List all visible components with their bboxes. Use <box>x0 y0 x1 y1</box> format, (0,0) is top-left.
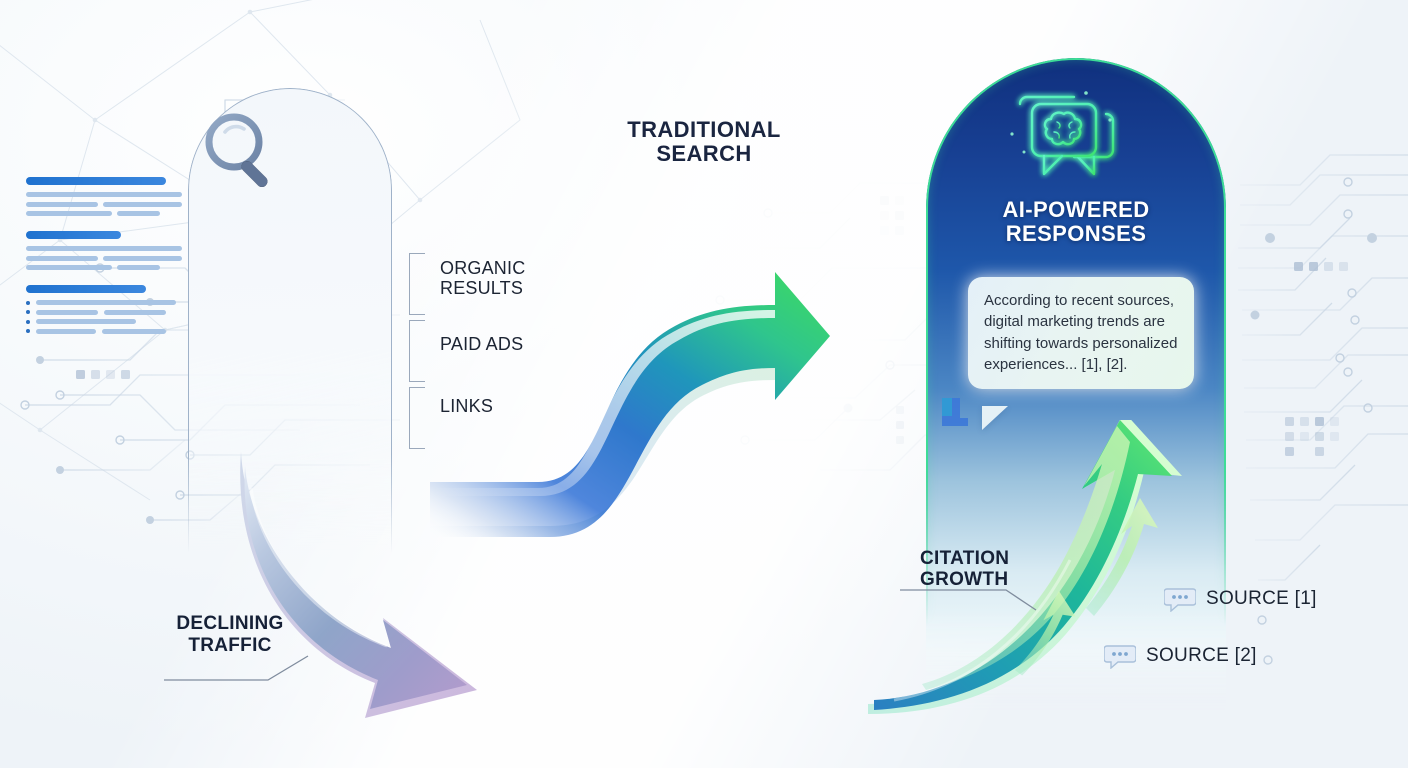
bullet-icon <box>26 319 30 324</box>
citation-growth-label: CITATION GROWTH <box>920 548 1009 591</box>
ai-answer-text: According to recent sources, digital mar… <box>984 292 1178 373</box>
brain-chat-bubble-icon <box>1010 91 1115 176</box>
link-item[interactable] <box>26 328 184 334</box>
ai-answer-bubble-tail <box>982 406 1008 430</box>
label-paid-ads: PAID ADS <box>440 334 523 354</box>
source-label: SOURCE [2] <box>1146 645 1257 666</box>
link-item[interactable] <box>26 300 184 305</box>
magnifying-glass-icon <box>205 113 268 187</box>
result-title-bar <box>26 285 146 293</box>
traditional-title-line1: TRADITIONAL <box>627 117 781 142</box>
label-line1: ORGANIC <box>440 258 526 278</box>
source-row-2[interactable]: SOURCE [2] <box>1104 643 1257 669</box>
bullet-icon <box>26 310 30 314</box>
result-text-row <box>26 255 184 261</box>
label-line2: RESULTS <box>440 278 524 299</box>
serp-mock <box>26 177 184 349</box>
label-line1: LINKS <box>440 396 494 416</box>
chat-bubble-dots-icon <box>1104 645 1136 669</box>
declining-traffic-label: DECLINING TRAFFIC <box>168 613 292 656</box>
decline-line1: DECLINING <box>176 613 284 634</box>
label-organic-results: ORGANIC RESULTS <box>440 258 525 298</box>
bracket-links <box>409 387 425 449</box>
result-text-row <box>26 265 184 270</box>
citation-line2: GROWTH <box>920 569 1009 591</box>
quote-mark-icon <box>942 398 968 426</box>
traditional-title-line2: SEARCH <box>656 140 752 166</box>
result-title-bar <box>26 231 121 239</box>
citation-growth-arrow <box>868 420 1182 714</box>
ai-answer-bubble[interactable]: According to recent sources, digital mar… <box>968 277 1194 390</box>
citation-growth-leader-line <box>900 589 1037 611</box>
transition-ribbon-arrow <box>430 272 830 537</box>
bullet-icon <box>26 300 30 305</box>
result-text-row <box>26 211 184 216</box>
serp-block-links[interactable] <box>26 285 184 334</box>
ai-title-line1: AI-POWERED <box>1002 197 1150 222</box>
bracket-paid-ads <box>409 320 425 382</box>
citation-line1: CITATION <box>920 548 1010 569</box>
declining-traffic-arrow <box>240 452 477 718</box>
link-item[interactable] <box>26 309 184 315</box>
source-label: SOURCE [1] <box>1206 588 1317 609</box>
source-row-1[interactable]: SOURCE [1] <box>1164 586 1317 612</box>
label-line1: PAID ADS <box>440 334 524 354</box>
serp-block-paid[interactable] <box>26 231 184 270</box>
chat-bubble-dots-icon <box>1164 588 1196 612</box>
label-links: LINKS <box>440 396 493 416</box>
declining-traffic-leader-line <box>164 655 309 681</box>
result-text-line <box>26 246 182 251</box>
decline-line2: TRAFFIC <box>188 634 272 656</box>
result-text-row <box>26 201 184 207</box>
serp-block-organic[interactable] <box>26 177 184 216</box>
link-item[interactable] <box>26 319 184 324</box>
page-title-traditional: TRADITIONAL SEARCH <box>0 118 1408 166</box>
result-title-bar <box>26 177 166 185</box>
bullet-icon <box>26 329 30 333</box>
ai-title-line2: RESPONSES <box>1005 221 1147 247</box>
bracket-organic-results <box>409 253 425 315</box>
page-title-ai: AI-POWERED RESPONSES <box>926 197 1226 247</box>
result-text-line <box>26 192 182 197</box>
